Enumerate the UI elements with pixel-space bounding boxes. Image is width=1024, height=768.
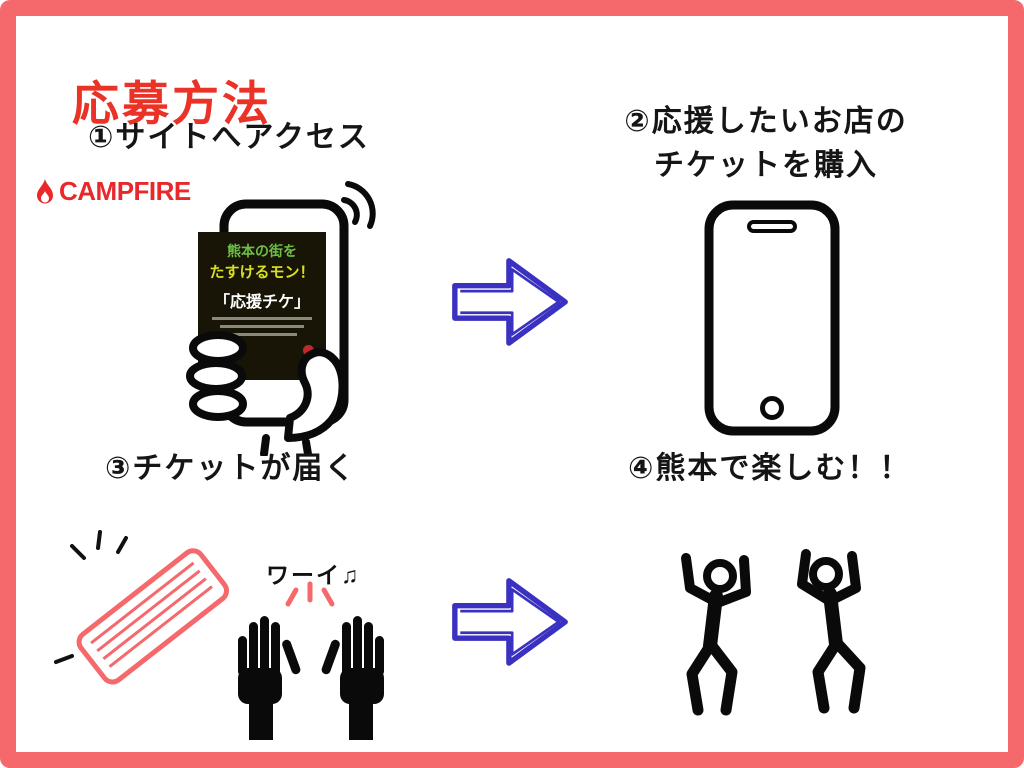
poster-line3: 「応援チケ」 bbox=[213, 294, 310, 311]
step2-label-line1: ②応援したいお店の bbox=[624, 105, 908, 138]
step2-label-line2: チケットを購入 bbox=[654, 148, 878, 182]
step2-label: ②応援したいお店の チケットを購入 bbox=[585, 100, 947, 187]
ticket-envelope-icon bbox=[54, 530, 229, 685]
raised-hands-icon bbox=[238, 581, 384, 740]
poster-fine-print bbox=[198, 317, 326, 336]
hand-phone-illustration: 熊本の街を たすけるモン！ 「応援チケ」 bbox=[148, 180, 406, 456]
poster-line1: 熊本の街を bbox=[227, 243, 297, 259]
arrow-right-1-icon bbox=[452, 258, 568, 346]
step1-label: ①サイトへアクセス bbox=[88, 121, 370, 154]
poster-line2: たすけるモン！ bbox=[209, 264, 315, 281]
dancing-people-icon bbox=[681, 549, 866, 716]
step3-label: ③チケットが届く bbox=[105, 452, 357, 485]
cheer-marks bbox=[285, 581, 335, 607]
step4-label: ④熊本で楽しむ！！ bbox=[628, 452, 912, 485]
sparkle-marks bbox=[54, 530, 128, 664]
holding-hand-icon bbox=[186, 331, 347, 456]
flame-icon bbox=[37, 178, 53, 203]
arrow-right-2-icon bbox=[452, 578, 568, 666]
smartphone-icon bbox=[704, 200, 840, 436]
campfire-wordmark: CAMPFIRE bbox=[59, 176, 191, 206]
page-title: 応募方法 bbox=[72, 77, 272, 131]
campfire-logo: CAMPFIRE bbox=[34, 176, 191, 207]
